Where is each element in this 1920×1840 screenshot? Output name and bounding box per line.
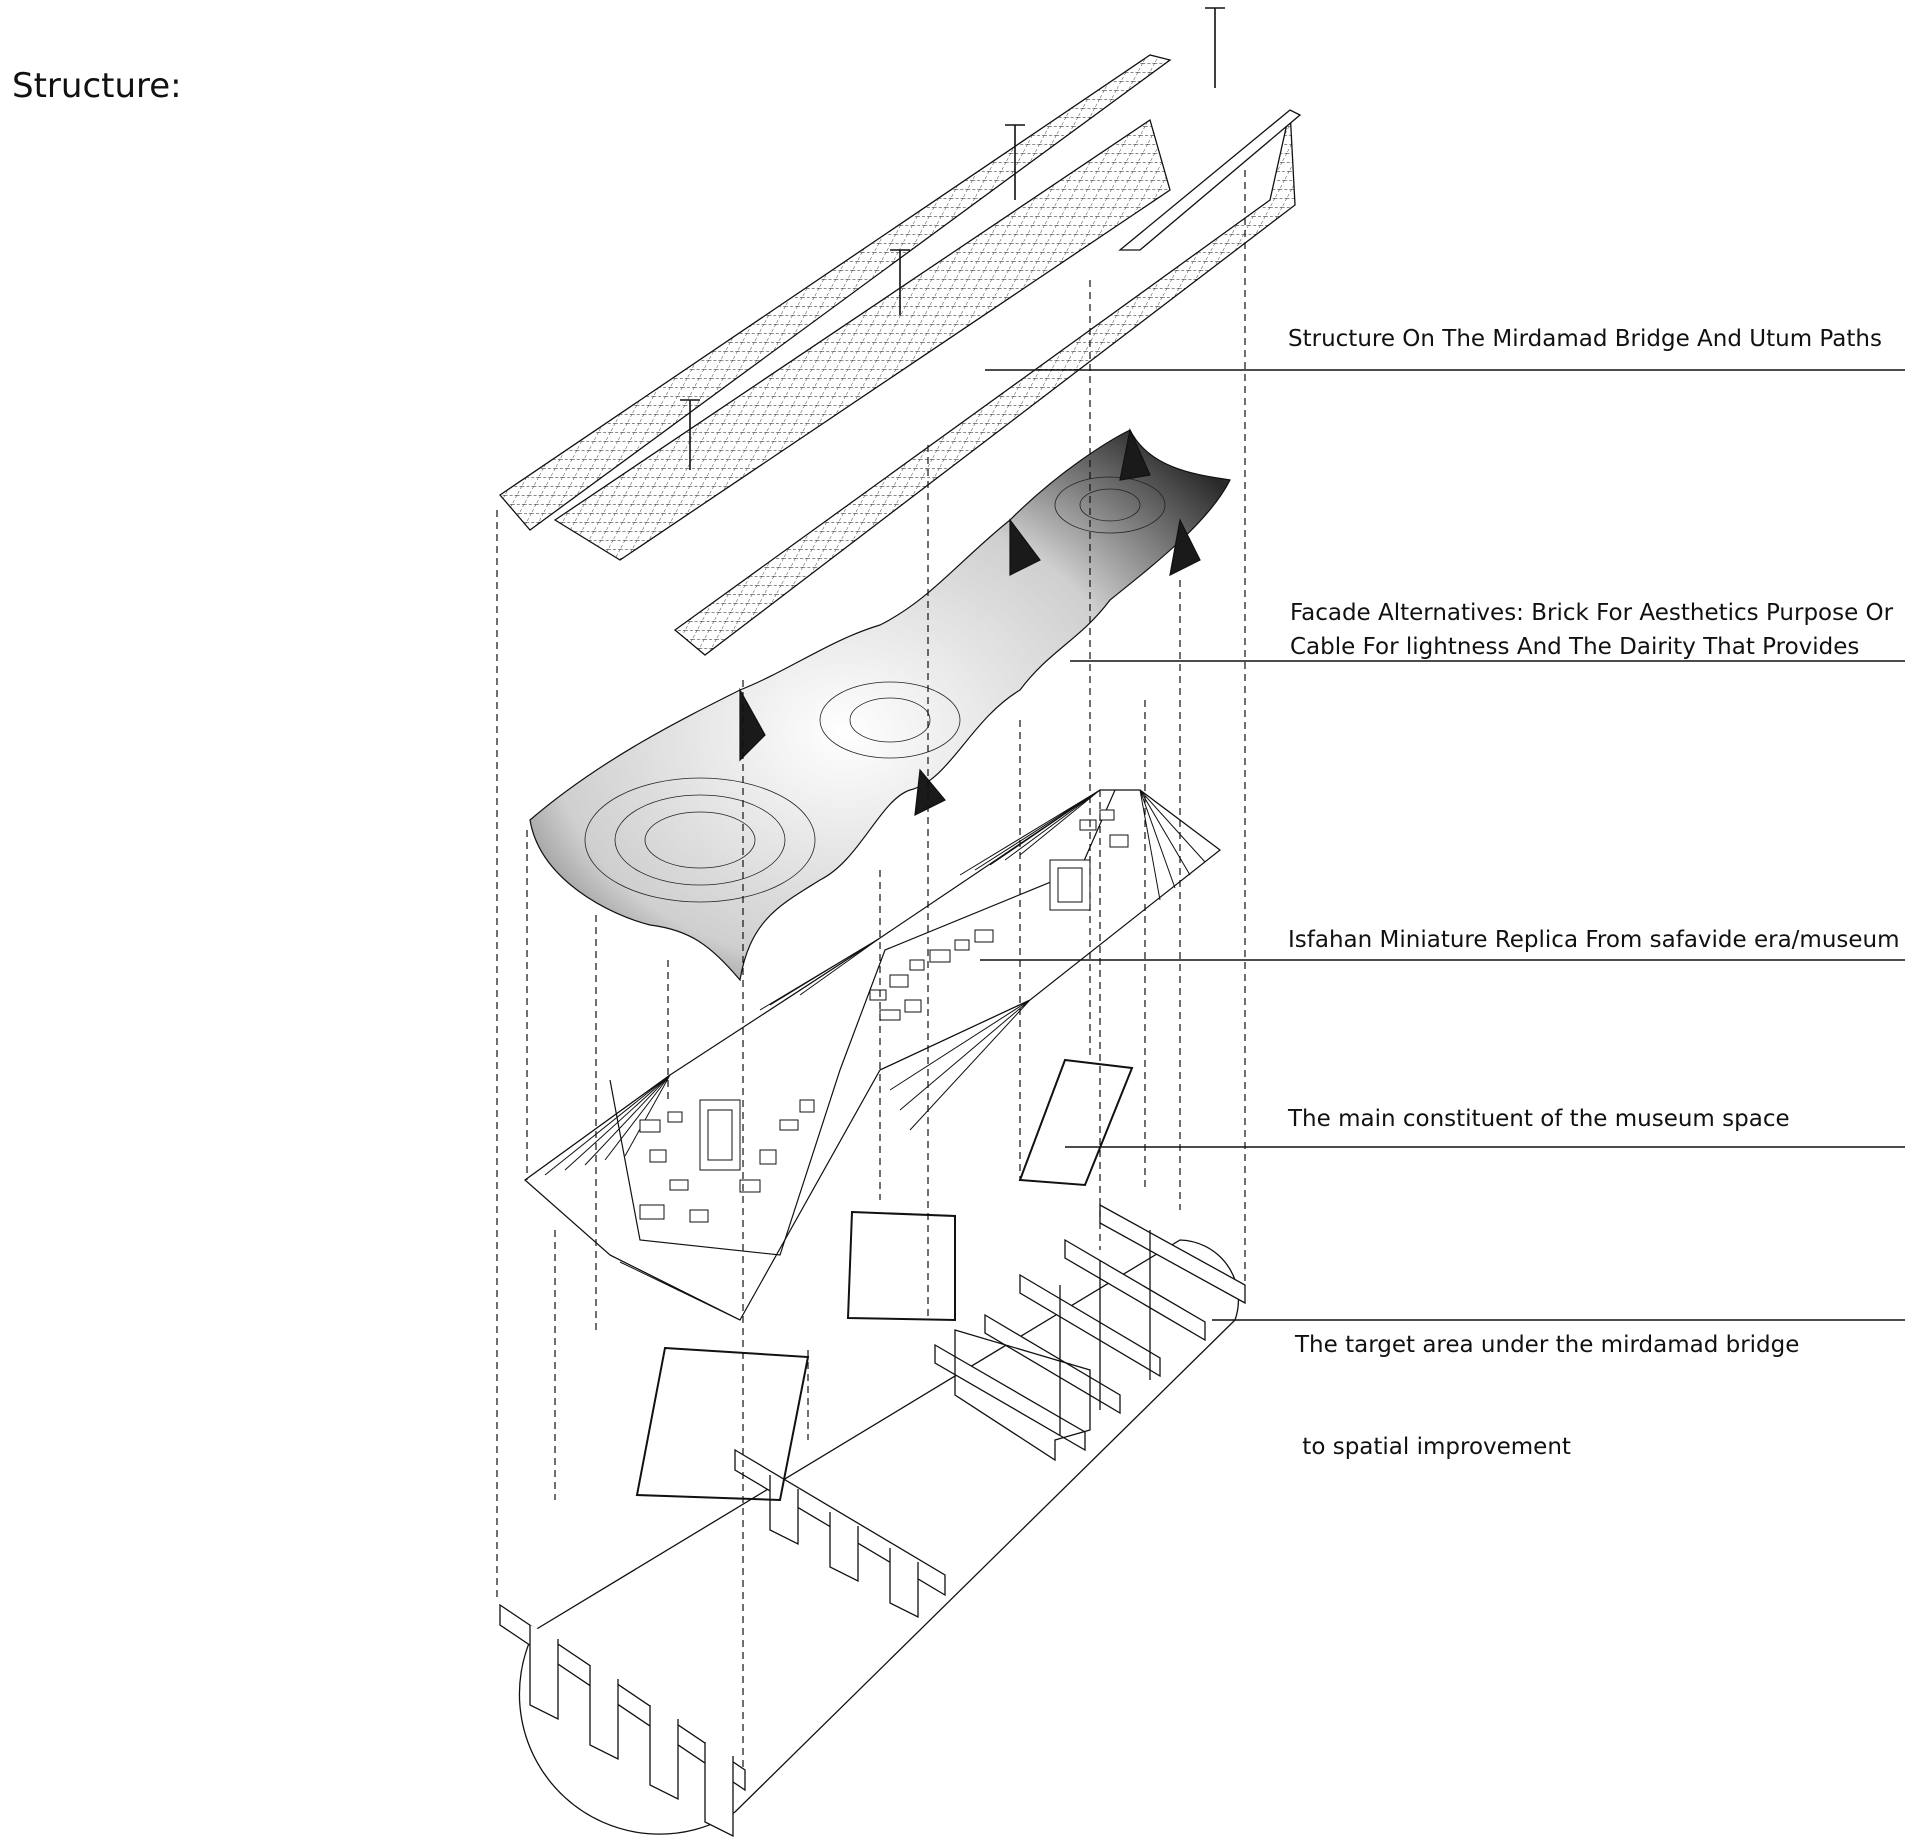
label-line: The target area under the mirdamad bridg… [1295,1332,1800,1358]
leader-lines [980,369,1905,1321]
label-facade-alternatives: Facade Alternatives: Brick For Aesthetic… [1290,596,1893,664]
label-bridge-structure: Structure On The Mirdamad Bridge And Utu… [1288,322,1882,356]
pier-row-far [934,1203,1246,1462]
panel-3 [1018,1058,1134,1187]
panel-2 [846,1210,956,1322]
label-line: Cable For lightness And The Dairity That… [1290,634,1860,660]
deck-lamp-posts [680,7,1225,470]
museum-space-panels [635,1058,1134,1502]
page-title: Structure: [12,66,182,106]
projection-lines [496,170,1246,1770]
label-line: The main constituent of the museum space [1288,1106,1790,1132]
label-line: Facade Alternatives: Brick For Aesthetic… [1290,600,1894,626]
label-line: Structure On The Mirdamad Bridge And Utu… [1288,326,1882,352]
miniature-city-blocks [639,809,1129,1223]
deck-far [1118,109,1302,251]
label-line: to spatial improvement [1295,1434,1571,1460]
label-line: Isfahan Miniature Replica From safavide … [1288,927,1900,953]
shell-contours [584,476,1166,903]
pier-row-near [499,1603,746,1838]
miniature-replica-layer [524,789,1221,1321]
deck-middle [553,118,1171,561]
panel-1 [635,1346,810,1502]
label-target-area: The target area under the mirdamad bridg… [1295,1260,1799,1498]
deck-right [673,109,1296,656]
shell-dark-folds [739,428,1201,817]
ground-outline [518,1239,1240,1835]
pier-row-middle [734,1448,946,1619]
shell-surface [529,429,1231,982]
label-museum-space: The main constituent of the museum space [1288,1102,1790,1136]
bridge-deck-layer [499,7,1302,656]
label-miniature-replica: Isfahan Miniature Replica From safavide … [1288,923,1900,957]
target-area-layer [499,1203,1246,1838]
facade-shell-layer [529,428,1231,982]
deck-left [499,54,1172,531]
